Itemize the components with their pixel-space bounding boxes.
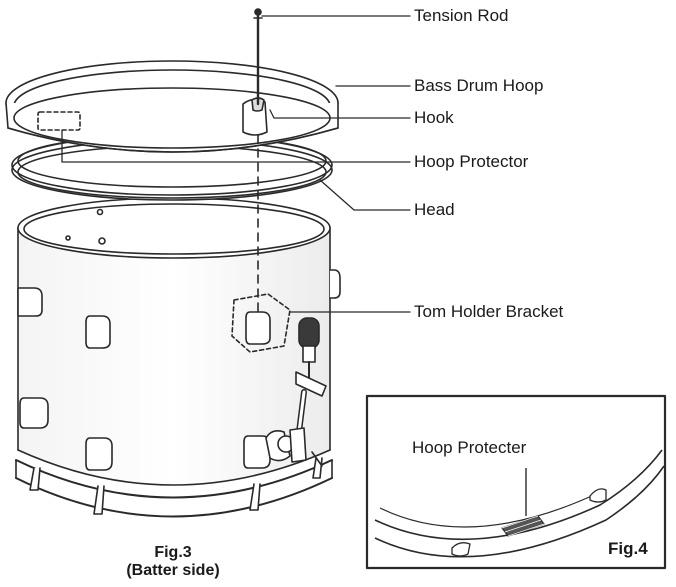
tom-holder-bracket [231, 293, 291, 353]
lug [17, 269, 341, 471]
label-hoop-protecter: Hoop Protecter [412, 438, 527, 457]
hook-part [242, 97, 268, 136]
figure-caption: Fig.3 (Batter side) [98, 544, 248, 580]
fig4-label: Fig.4 [608, 539, 648, 558]
drum-shell [17, 197, 331, 486]
label-head: Head [414, 200, 455, 219]
label-bass-drum-hoop: Bass Drum Hoop [414, 76, 544, 95]
bass-drum-hoop [5, 60, 339, 153]
caption-figure: Fig.3 [154, 544, 192, 561]
label-tom-holder-bracket: Tom Holder Bracket [414, 302, 564, 321]
tension-rod [253, 8, 263, 106]
microphone-mount [265, 317, 327, 467]
label-tension-rod: Tension Rod [414, 6, 509, 25]
caption-side: (Batter side) [126, 562, 220, 579]
hoop-protector [37, 111, 81, 131]
leader-lines [61, 15, 411, 313]
inset-fig4 [365, 394, 667, 570]
bottom-hoop [15, 459, 333, 518]
label-hoop-protector: Hoop Protector [414, 152, 529, 171]
claw-hook [29, 457, 323, 515]
label-hook: Hook [414, 108, 454, 127]
